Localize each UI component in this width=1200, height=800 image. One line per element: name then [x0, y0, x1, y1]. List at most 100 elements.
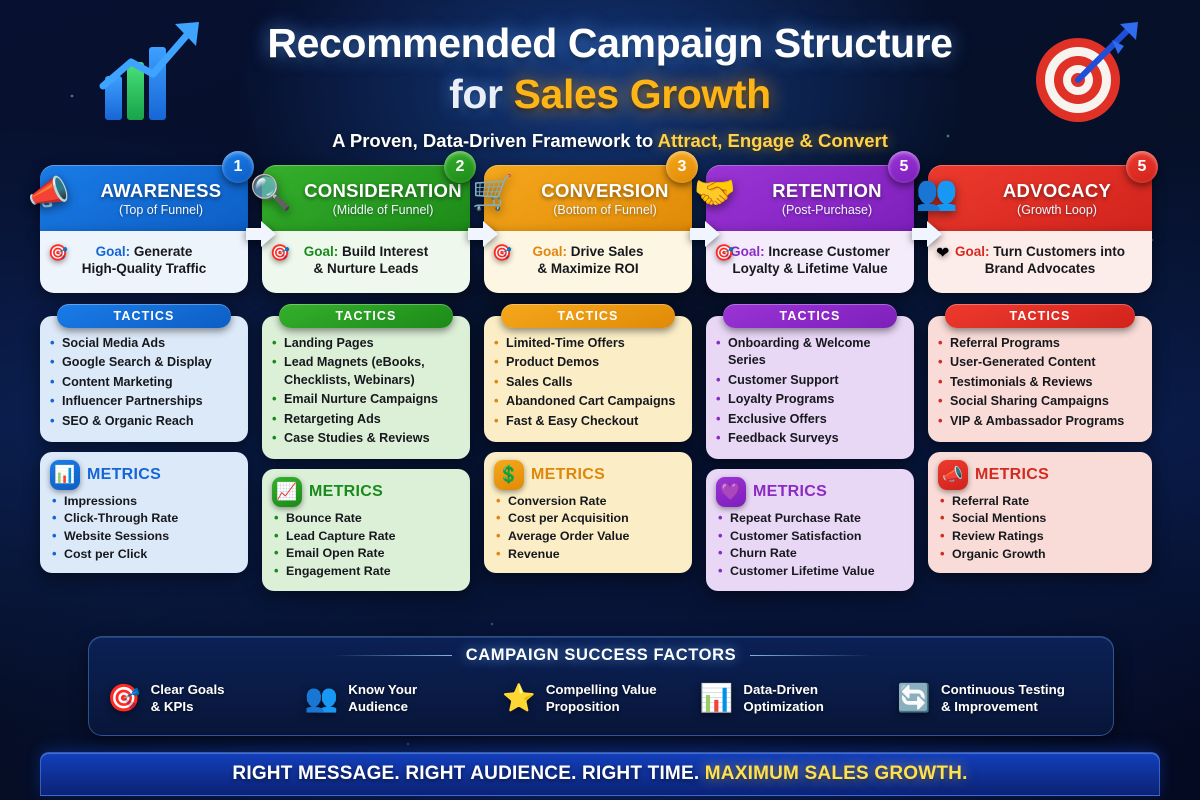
metric-item: Review Ratings: [940, 527, 1144, 546]
tactic-item: User-Generated Content: [938, 353, 1144, 371]
goal-line2: Loyalty & Lifetime Value: [732, 261, 888, 276]
stage-header[interactable]: 📣 AWARENESS (Top of Funnel) 1: [28, 151, 254, 231]
metrics-header: 📣 METRICS: [938, 459, 1144, 490]
target-dartboard-icon: [1020, 22, 1140, 127]
tactic-item: Testimonials & Reviews: [938, 373, 1144, 391]
tactic-item: Case Studies & Reviews: [272, 429, 462, 447]
purple-heart-icon: 💜: [716, 477, 746, 508]
tactics-pill: TACTICS: [723, 304, 897, 328]
success-factor-line2: Optimization: [743, 699, 824, 715]
target-icon: 🎯: [48, 245, 68, 262]
metric-item: Customer Lifetime Value: [718, 562, 906, 581]
tactic-item: Onboarding & Welcome Series: [716, 334, 906, 370]
chart-search-icon: 📈: [272, 477, 302, 508]
stage-number-badge: 5: [888, 151, 920, 183]
chart-magnifier-icon: 📊: [699, 682, 734, 713]
tactics-panel: Social Media AdsGoogle Search & DisplayC…: [40, 316, 248, 442]
success-factor-line2: Audience: [348, 699, 409, 715]
stage-name: RETENTION: [772, 179, 882, 201]
metric-item: Repeat Purchase Rate: [718, 509, 906, 528]
handshake-icon: 🤝: [693, 174, 737, 212]
metrics-title: METRICS: [531, 465, 606, 483]
goal-line2: High-Quality Traffic: [81, 261, 207, 276]
stage-column-retention: 🤝 RETENTION (Post-Purchase) 5 🎯 Goal: In…: [694, 151, 920, 591]
megaphone-icon: 📣: [27, 174, 71, 212]
goal-label: Goal:: [95, 244, 131, 260]
target-icon: 🎯: [492, 245, 512, 262]
tactics-panel: Landing PagesLead Magnets (eBooks, Check…: [262, 316, 470, 460]
stage-name: ADVOCACY: [1002, 179, 1112, 201]
stage-connector-arrow: [246, 221, 276, 247]
stage-goal-text: Goal: Turn Customers into Brand Advocate…: [955, 244, 1125, 278]
stage-subtitle: (Post-Purchase): [781, 202, 873, 217]
tactics-list: Social Media AdsGoogle Search & DisplayC…: [50, 334, 240, 430]
metrics-title: METRICS: [309, 483, 384, 501]
metrics-title: METRICS: [975, 465, 1050, 483]
stage-header[interactable]: 🤝 RETENTION (Post-Purchase) 5: [694, 151, 920, 231]
target-icon: 🎯: [270, 245, 290, 262]
goal-line1: Increase Customer: [768, 244, 890, 260]
metrics-list: ImpressionsClick-Through RateWebsite Ses…: [50, 492, 240, 563]
metrics-list: Conversion RateCost per AcquisitionAvera…: [494, 492, 684, 563]
target-dart-icon: 🎯: [107, 682, 141, 713]
campaign-success-factors-panel: CAMPAIGN SUCCESS FACTORS 🎯 Clear Goals &…: [88, 636, 1114, 736]
success-factor-text: Know Your Audience: [348, 681, 417, 716]
success-factors-list: 🎯 Clear Goals & KPIs 👥 Know Your Audienc…: [89, 681, 1113, 716]
stage-name: CONVERSION: [541, 179, 669, 201]
megaphone-icon: 📣: [938, 459, 968, 490]
goal-line2: & Maximize ROI: [537, 261, 639, 276]
tactics-list: Limited-Time OffersProduct DemosSales Ca…: [494, 334, 684, 430]
stage-card-top: 🔍 CONSIDERATION (Middle of Funnel) 2 🎯 G…: [250, 151, 476, 293]
metrics-panel: 📈 METRICS Bounce RateLead Capture RateEm…: [262, 469, 470, 591]
stage-header[interactable]: 🔍 CONSIDERATION (Middle of Funnel) 2: [250, 151, 476, 231]
stage-column-advocacy: 👥 ADVOCACY (Growth Loop) 5 ❤ Goal: Turn …: [916, 151, 1158, 574]
tactic-item: Retargeting Ads: [272, 409, 462, 428]
goal-label: Goal:: [730, 244, 765, 260]
stage-header[interactable]: 🛒 CONVERSION (Bottom of Funnel) 3: [472, 151, 698, 231]
stage-header[interactable]: 👥 ADVOCACY (Growth Loop) 5: [916, 151, 1158, 231]
metrics-panel: 💜 METRICS Repeat Purchase RateCustomer S…: [706, 469, 914, 591]
goal-label: Goal:: [954, 244, 990, 260]
tactic-item: Landing Pages: [272, 334, 462, 352]
metric-item: Average Order Value: [496, 527, 684, 546]
success-factor-item: 📊 Data-Driven Optimization: [700, 681, 898, 716]
tactic-item: VIP & Ambassador Programs: [938, 411, 1144, 430]
tactics-list: Referral ProgramsUser-Generated ContentT…: [938, 334, 1144, 430]
metric-item: Bounce Rate: [274, 509, 462, 528]
goal-label: Goal:: [532, 244, 567, 260]
tactic-item: Sales Calls: [494, 373, 684, 391]
success-factor-text: Continuous Testing & Improvement: [941, 681, 1065, 716]
metrics-title: METRICS: [753, 483, 828, 501]
stage-subtitle: (Growth Loop): [1017, 202, 1097, 217]
metrics-list: Bounce RateLead Capture RateEmail Open R…: [272, 509, 462, 580]
divider-left: [331, 654, 452, 657]
stage-connector-arrow: [468, 221, 498, 247]
stage-connector-arrow: [690, 221, 720, 247]
metrics-header: 💜 METRICS: [716, 477, 906, 508]
metric-item: Churn Rate: [718, 544, 906, 563]
stage-number-badge: 1: [222, 151, 254, 183]
metrics-header: 📊 METRICS: [50, 459, 240, 490]
page-title-block: Recommended Campaign Structure for Sales…: [220, 20, 1000, 152]
people-group-icon: 👥: [304, 682, 339, 713]
magnifying-glass-icon: 🔍: [249, 174, 293, 212]
tactics-pill: TACTICS: [501, 304, 675, 328]
stage-goal: 🎯 Goal: Generate High-Quality Traffic: [40, 231, 248, 293]
goal-line1: Turn Customers into: [993, 244, 1126, 260]
goal-line2: & Nurture Leads: [313, 261, 419, 276]
page-title-line2-plain: for: [449, 71, 514, 117]
goal-label: Goal:: [303, 244, 339, 260]
metric-item: Conversion Rate: [496, 492, 684, 511]
stage-goal-text: Goal: Drive Sales & Maximize ROI: [532, 244, 643, 278]
stage-number-badge: 3: [666, 151, 698, 183]
success-factor-item: ⭐ Compelling Value Proposition: [502, 681, 700, 716]
stage-goal-text: Goal: Increase Customer Loyalty & Lifeti…: [730, 244, 890, 278]
metric-item: Click-Through Rate: [52, 510, 240, 528]
metrics-panel: 📣 METRICS Referral RateSocial MentionsRe…: [928, 451, 1152, 574]
page-title-line2-accent: Sales Growth: [513, 71, 772, 117]
tactics-pill: TACTICS: [945, 304, 1135, 328]
stage-goal: ❤ Goal: Turn Customers into Brand Advoca…: [928, 231, 1152, 293]
people-star-icon: 👥: [915, 174, 959, 212]
dollar-coin-icon: 💲: [494, 459, 524, 490]
metric-item: Email Open Rate: [274, 544, 462, 563]
